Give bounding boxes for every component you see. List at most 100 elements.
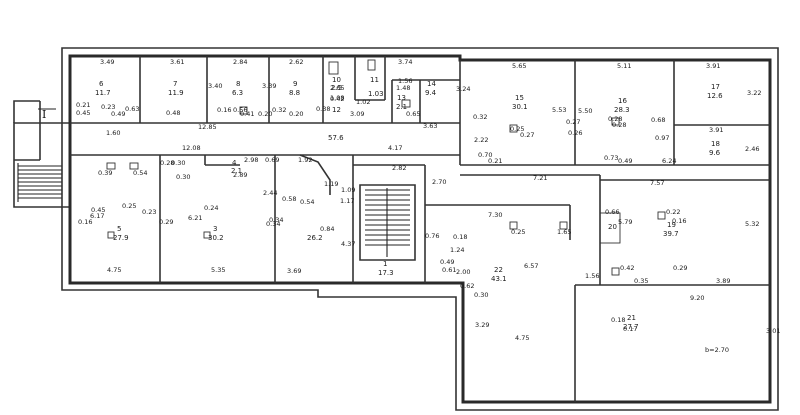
dimension-label: 0.16	[78, 218, 92, 226]
dimension-label: 5.35	[211, 266, 225, 274]
dimension-label: 0.25	[511, 228, 525, 236]
room-number: 4	[232, 159, 237, 167]
dimension-label: 0.30	[171, 159, 185, 167]
dimension-label: 0.24	[204, 204, 218, 212]
room-area: 17.3	[378, 269, 394, 277]
dimension-label: 7.57	[650, 179, 664, 187]
dimension-label: 6.17	[90, 212, 104, 220]
room-area: 1.03	[368, 90, 384, 98]
dimension-label: 3.01	[766, 327, 780, 335]
dimension-label: 3.74	[398, 58, 412, 66]
central-stair	[359, 184, 416, 261]
dimension-label: 3.22	[747, 89, 761, 97]
interior-walls	[70, 56, 770, 402]
dimension-label: 0.48	[166, 109, 180, 117]
room-area: 2.1	[231, 167, 242, 175]
dimension-label: 0.49	[111, 110, 125, 118]
dimension-label: 0.22	[666, 208, 680, 216]
dimension-label: 0.27	[520, 131, 534, 139]
room-number: 12	[332, 106, 341, 114]
dimension-label: 0.16	[217, 106, 231, 114]
dimension-label: 2.44	[263, 189, 277, 197]
dimension-label: 0.23	[101, 103, 115, 111]
dimension-label: 0.16	[672, 217, 686, 225]
room-area: 26.2	[307, 234, 323, 242]
room-area: 2.1	[396, 103, 407, 111]
room-number: 15	[515, 94, 524, 102]
dimension-label: 0.42	[620, 264, 634, 272]
dimension-label: 0.35	[634, 277, 648, 285]
dimension-label: 7.30	[488, 211, 502, 219]
room-area: 9.4	[425, 89, 437, 97]
dimension-label: 2.89	[233, 171, 247, 179]
room-labels: 6 11.7 7 11.9 8 6.3 9 8.8 10 2.5 11 1.03…	[95, 76, 723, 331]
dimension-label: 0.62	[460, 282, 474, 290]
dimension-label: 5.79	[618, 218, 632, 226]
dimension-label: 0.20	[289, 110, 303, 118]
dimension-label: 3.09	[350, 110, 364, 118]
dimension-label: 2.84	[233, 58, 247, 66]
dimension-label: 0.30	[474, 291, 488, 299]
room-number: 7	[173, 80, 177, 88]
dimension-label: 12.08	[182, 144, 201, 152]
fixtures	[106, 59, 666, 276]
dimension-label: 1.24	[450, 246, 464, 254]
dimension-label: 5.50	[578, 107, 592, 115]
room-number: 14	[427, 80, 436, 88]
dimension-label: 5.11	[617, 62, 631, 70]
dimension-label: 0.54	[300, 198, 314, 206]
dimension-label: 2.46	[745, 145, 759, 153]
room-number: 1	[383, 260, 387, 268]
dimension-label: 0.21	[488, 157, 502, 165]
dimension-label: 0.21	[76, 101, 90, 109]
dimension-label: 3.69	[287, 267, 301, 275]
room-number: 9	[293, 80, 297, 88]
dimension-label: 0.84	[320, 225, 334, 233]
dimension-label: 6.57	[524, 262, 538, 270]
dimension-label: 1.08	[330, 94, 344, 102]
room-area: 6.3	[232, 89, 243, 97]
dimension-label: 0.28	[612, 121, 626, 129]
outer-wall-hatching	[61, 47, 779, 411]
room-number: 13	[397, 94, 406, 102]
dimension-label: 0.54	[133, 169, 147, 177]
dimension-label: 2.00	[456, 268, 470, 276]
dimension-label: 0.32	[272, 106, 286, 114]
room-area: 43.1	[491, 275, 507, 283]
dimension-label: 0.27	[566, 118, 580, 126]
dimension-label: 3.89	[716, 277, 730, 285]
dimension-label: 3.91	[709, 126, 723, 134]
dimension-label: 2.62	[289, 58, 303, 66]
dimension-label: 3.40	[208, 82, 222, 90]
dimension-label: 0.39	[98, 169, 112, 177]
dimension-label: 3.39	[262, 82, 276, 90]
dimension-label: 4.37	[341, 240, 355, 248]
dimension-label: 0.25	[510, 125, 524, 133]
dimension-label: 0.26	[568, 129, 582, 137]
dimension-label: 0.18	[453, 233, 467, 241]
dimension-label: 0.61	[442, 266, 456, 274]
dimension-label: 0.45	[76, 109, 90, 117]
room-area: 28.3	[614, 106, 630, 114]
dimension-label: 0.68	[651, 116, 665, 124]
dimension-label: 1.92	[298, 156, 312, 164]
dimension-label: 0.42	[330, 95, 344, 103]
dimension-label: 4.75	[107, 266, 121, 274]
room-area: 27.7	[623, 323, 639, 331]
dimension-label: 2.70	[432, 178, 446, 186]
dimension-label: 0.49	[618, 157, 632, 165]
dimension-label: 1.17	[340, 197, 354, 205]
dimension-label: 2.98	[244, 156, 258, 164]
dimension-label: 2.82	[392, 164, 406, 172]
room-number: 3	[213, 225, 217, 233]
dimension-label: 0.49	[440, 258, 454, 266]
room-number: 20	[608, 223, 617, 231]
room-area: 9.6	[709, 149, 721, 157]
dimension-label: 1.60	[106, 129, 120, 137]
dimension-label: 0.28	[160, 159, 174, 167]
dimension-label: 1.56	[398, 77, 412, 85]
room-number: 19	[667, 221, 676, 229]
room-number: 8	[236, 80, 240, 88]
